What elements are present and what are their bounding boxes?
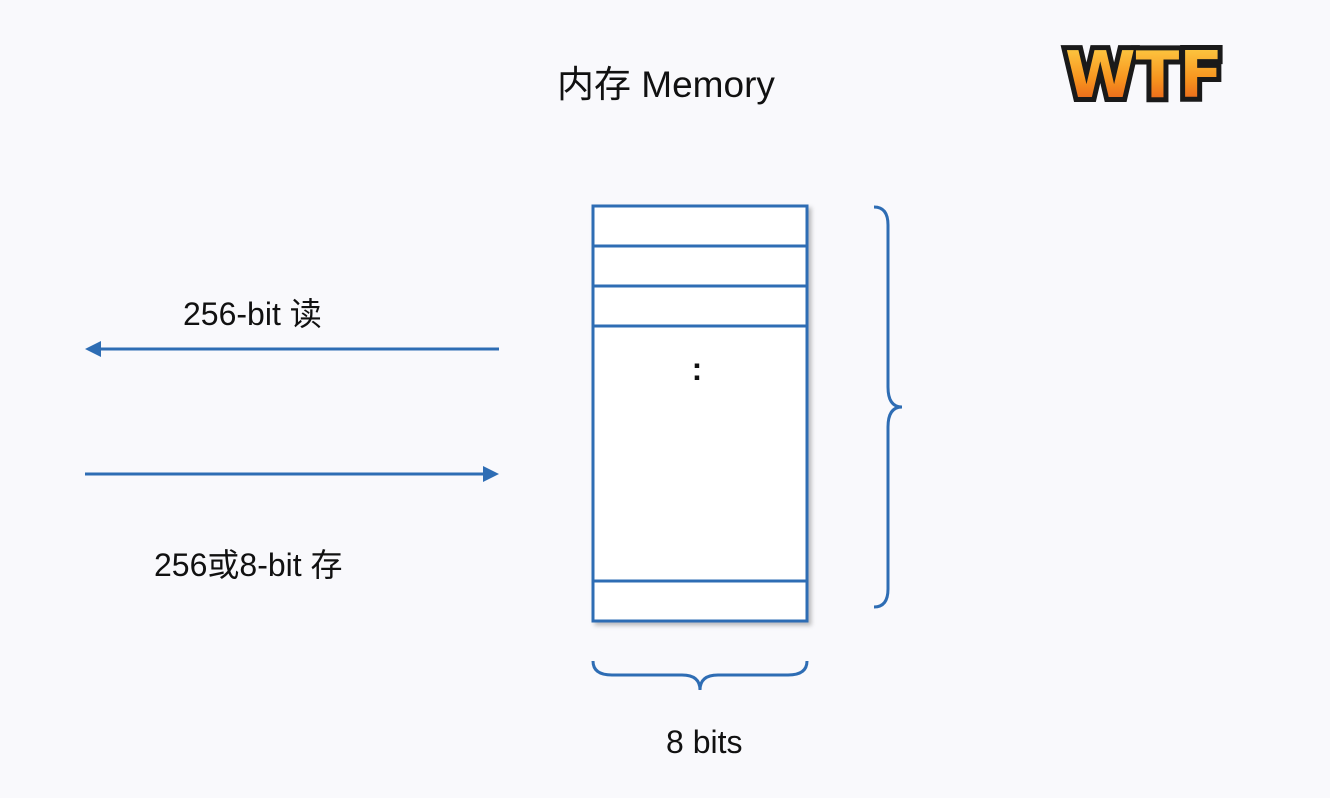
wtf-logo: WTF WTF (1060, 39, 1228, 107)
ellipsis-marker: : (692, 351, 703, 387)
write-arrow (85, 466, 499, 482)
width-brace (591, 660, 809, 691)
read-arrow (85, 341, 499, 357)
memory-size-brace (873, 205, 903, 609)
svg-text:WTF: WTF (1065, 39, 1223, 107)
svg-text:WTF: WTF (1065, 39, 1223, 107)
width-label: 8 bits (666, 724, 743, 760)
slide-title: 内存 Memory (557, 64, 775, 105)
memory-block: : (591, 204, 809, 623)
write-label: 256或8-bit 存 (154, 547, 343, 583)
read-label: 256-bit 读 (183, 296, 322, 332)
